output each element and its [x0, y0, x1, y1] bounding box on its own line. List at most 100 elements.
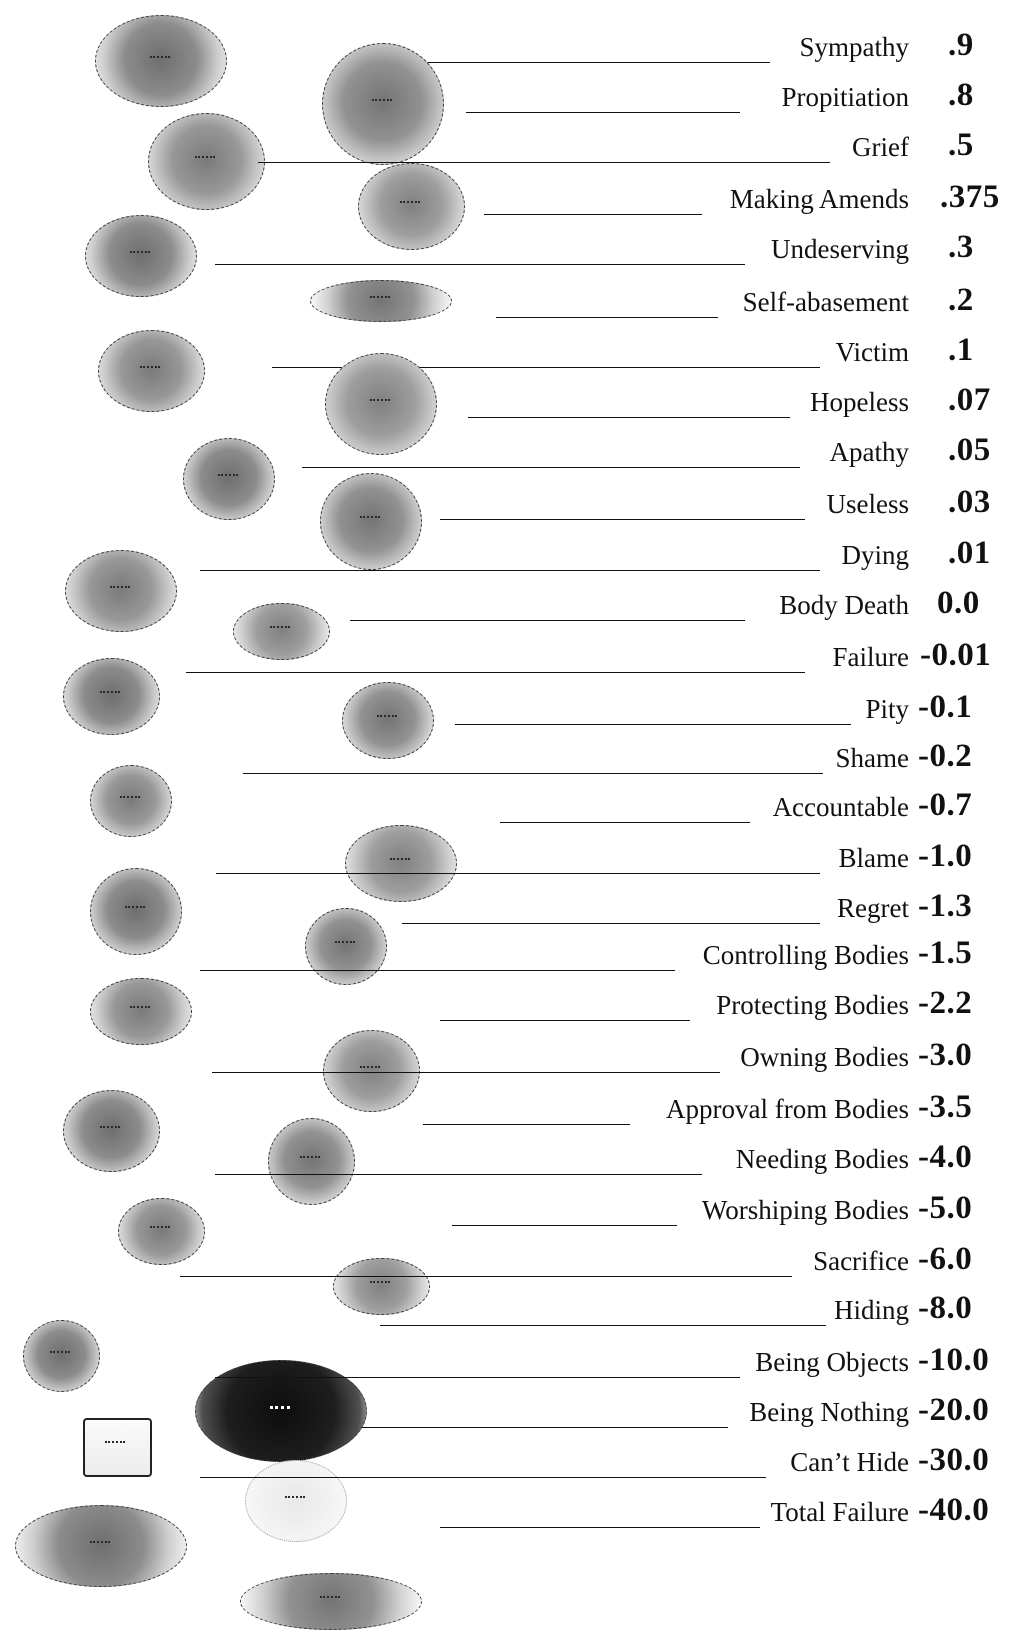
tone-label: Protecting Bodies [716, 990, 909, 1020]
leader-line [440, 519, 805, 520]
leader-line [180, 1276, 792, 1277]
tone-level-row: Sympathy .9 [0, 22, 1017, 75]
creature-face-icon [195, 156, 215, 162]
tone-value: -0.01 [920, 638, 991, 672]
tone-label: Grief [852, 132, 909, 162]
tone-level-row: Hopeless.07 [0, 377, 1017, 430]
tone-value: -3.0 [918, 1038, 972, 1072]
tone-label: Blame [839, 843, 909, 873]
leader-line [484, 214, 702, 215]
creature-face-icon [360, 516, 380, 522]
leader-line [258, 162, 830, 163]
tone-level-row: Protecting Bodies -2.2 [0, 980, 1017, 1033]
leader-line [200, 570, 820, 571]
tone-label: Apathy [830, 437, 909, 467]
leader-line [423, 1124, 630, 1125]
tone-value: .05 [948, 433, 991, 467]
tone-level-row: Body Death0.0 [0, 580, 1017, 633]
tone-value: .5 [948, 128, 974, 162]
tone-value: -1.0 [918, 839, 972, 873]
tone-value: .9 [948, 28, 974, 62]
tone-label: Owning Bodies [740, 1042, 909, 1072]
creature-face-icon [150, 56, 170, 62]
leader-line [466, 112, 740, 113]
tone-level-row: Regret -1.3 [0, 883, 1017, 936]
tone-label: Shame [836, 743, 910, 773]
tone-value: .3 [948, 230, 974, 264]
tone-label: Total Failure [771, 1497, 909, 1527]
tone-value: 0.0 [937, 586, 980, 620]
tone-label: Accountable [773, 792, 909, 822]
tone-level-row: Grief .5 [0, 122, 1017, 175]
tone-label: Worshiping Bodies [702, 1195, 909, 1225]
leader-line [186, 672, 805, 673]
leader-line [302, 467, 800, 468]
tone-level-row: Total Failure -40.0 [0, 1487, 1017, 1540]
tone-value: -0.2 [918, 739, 972, 773]
tone-label: Failure [833, 642, 909, 672]
tone-value: -2.2 [918, 986, 972, 1020]
tone-value: .2 [948, 283, 974, 317]
tone-level-row: Undeserving .3 [0, 224, 1017, 277]
tone-level-row: Apathy .05 [0, 427, 1017, 480]
tone-label: Pity [865, 694, 909, 724]
leader-line [212, 1072, 720, 1073]
tone-level-row: Owning Bodies -3.0 [0, 1032, 1017, 1085]
tone-level-row: Approval from Bodies-3.5 [0, 1084, 1017, 1137]
tone-label: Victim [836, 337, 909, 367]
tone-label: Hopeless [810, 387, 909, 417]
tone-value: .01 [948, 536, 991, 570]
tone-level-row: Being Objects-10.0 [0, 1337, 1017, 1390]
leader-line [440, 1527, 760, 1528]
leader-line [500, 822, 750, 823]
tone-level-row: Hiding -8.0 [0, 1285, 1017, 1338]
tone-level-row: Sacrifice -6.0 [0, 1236, 1017, 1289]
tone-value: -1.3 [918, 889, 972, 923]
tone-label: Sacrifice [813, 1246, 909, 1276]
tone-value: -6.0 [918, 1242, 972, 1276]
tone-value: -1.5 [918, 936, 972, 970]
leader-line [496, 317, 718, 318]
tone-label: Hiding [834, 1295, 909, 1325]
tone-label: Propitiation [782, 82, 910, 112]
creature-face-icon [90, 1541, 110, 1547]
leader-line [452, 1225, 677, 1226]
leader-line [200, 1477, 766, 1478]
tone-label: Sympathy [799, 32, 909, 62]
tone-value: -4.0 [918, 1140, 972, 1174]
tone-level-row: Controlling Bodies-1.5 [0, 930, 1017, 983]
tone-level-row: Propitiation.8 [0, 72, 1017, 125]
creature-face-icon [370, 399, 390, 405]
tone-label: Self-abasement [743, 287, 909, 317]
tone-value: -30.0 [918, 1443, 989, 1477]
tone-label: Regret [837, 893, 909, 923]
leader-line [243, 773, 823, 774]
tone-value: -8.0 [918, 1291, 972, 1325]
tone-label: Being Objects [755, 1347, 909, 1377]
leader-line [380, 1325, 826, 1326]
leader-line [215, 1377, 740, 1378]
tone-value: -40.0 [918, 1493, 989, 1527]
tone-level-row: Victim.1 [0, 327, 1017, 380]
leader-line [215, 264, 745, 265]
tone-level-row: Dying.01 [0, 530, 1017, 583]
tone-value: -20.0 [918, 1393, 989, 1427]
leader-line [440, 1020, 690, 1021]
tone-label: Can’t Hide [790, 1447, 909, 1477]
leader-line [468, 417, 790, 418]
tone-value: -3.5 [918, 1090, 972, 1124]
leader-line [455, 724, 851, 725]
creature-face-icon [370, 296, 390, 302]
creature-face-icon [130, 251, 150, 257]
tone-value: -0.1 [918, 690, 972, 724]
leader-line [216, 873, 820, 874]
leader-line [402, 923, 820, 924]
creature-face-icon [377, 715, 397, 721]
tone-level-row: Blame -1.0 [0, 833, 1017, 886]
tone-label: Needing Bodies [736, 1144, 909, 1174]
creature-face-icon [372, 99, 392, 105]
tone-value: -0.7 [918, 788, 972, 822]
leader-line [200, 970, 675, 971]
tone-label: Undeserving [771, 234, 909, 264]
